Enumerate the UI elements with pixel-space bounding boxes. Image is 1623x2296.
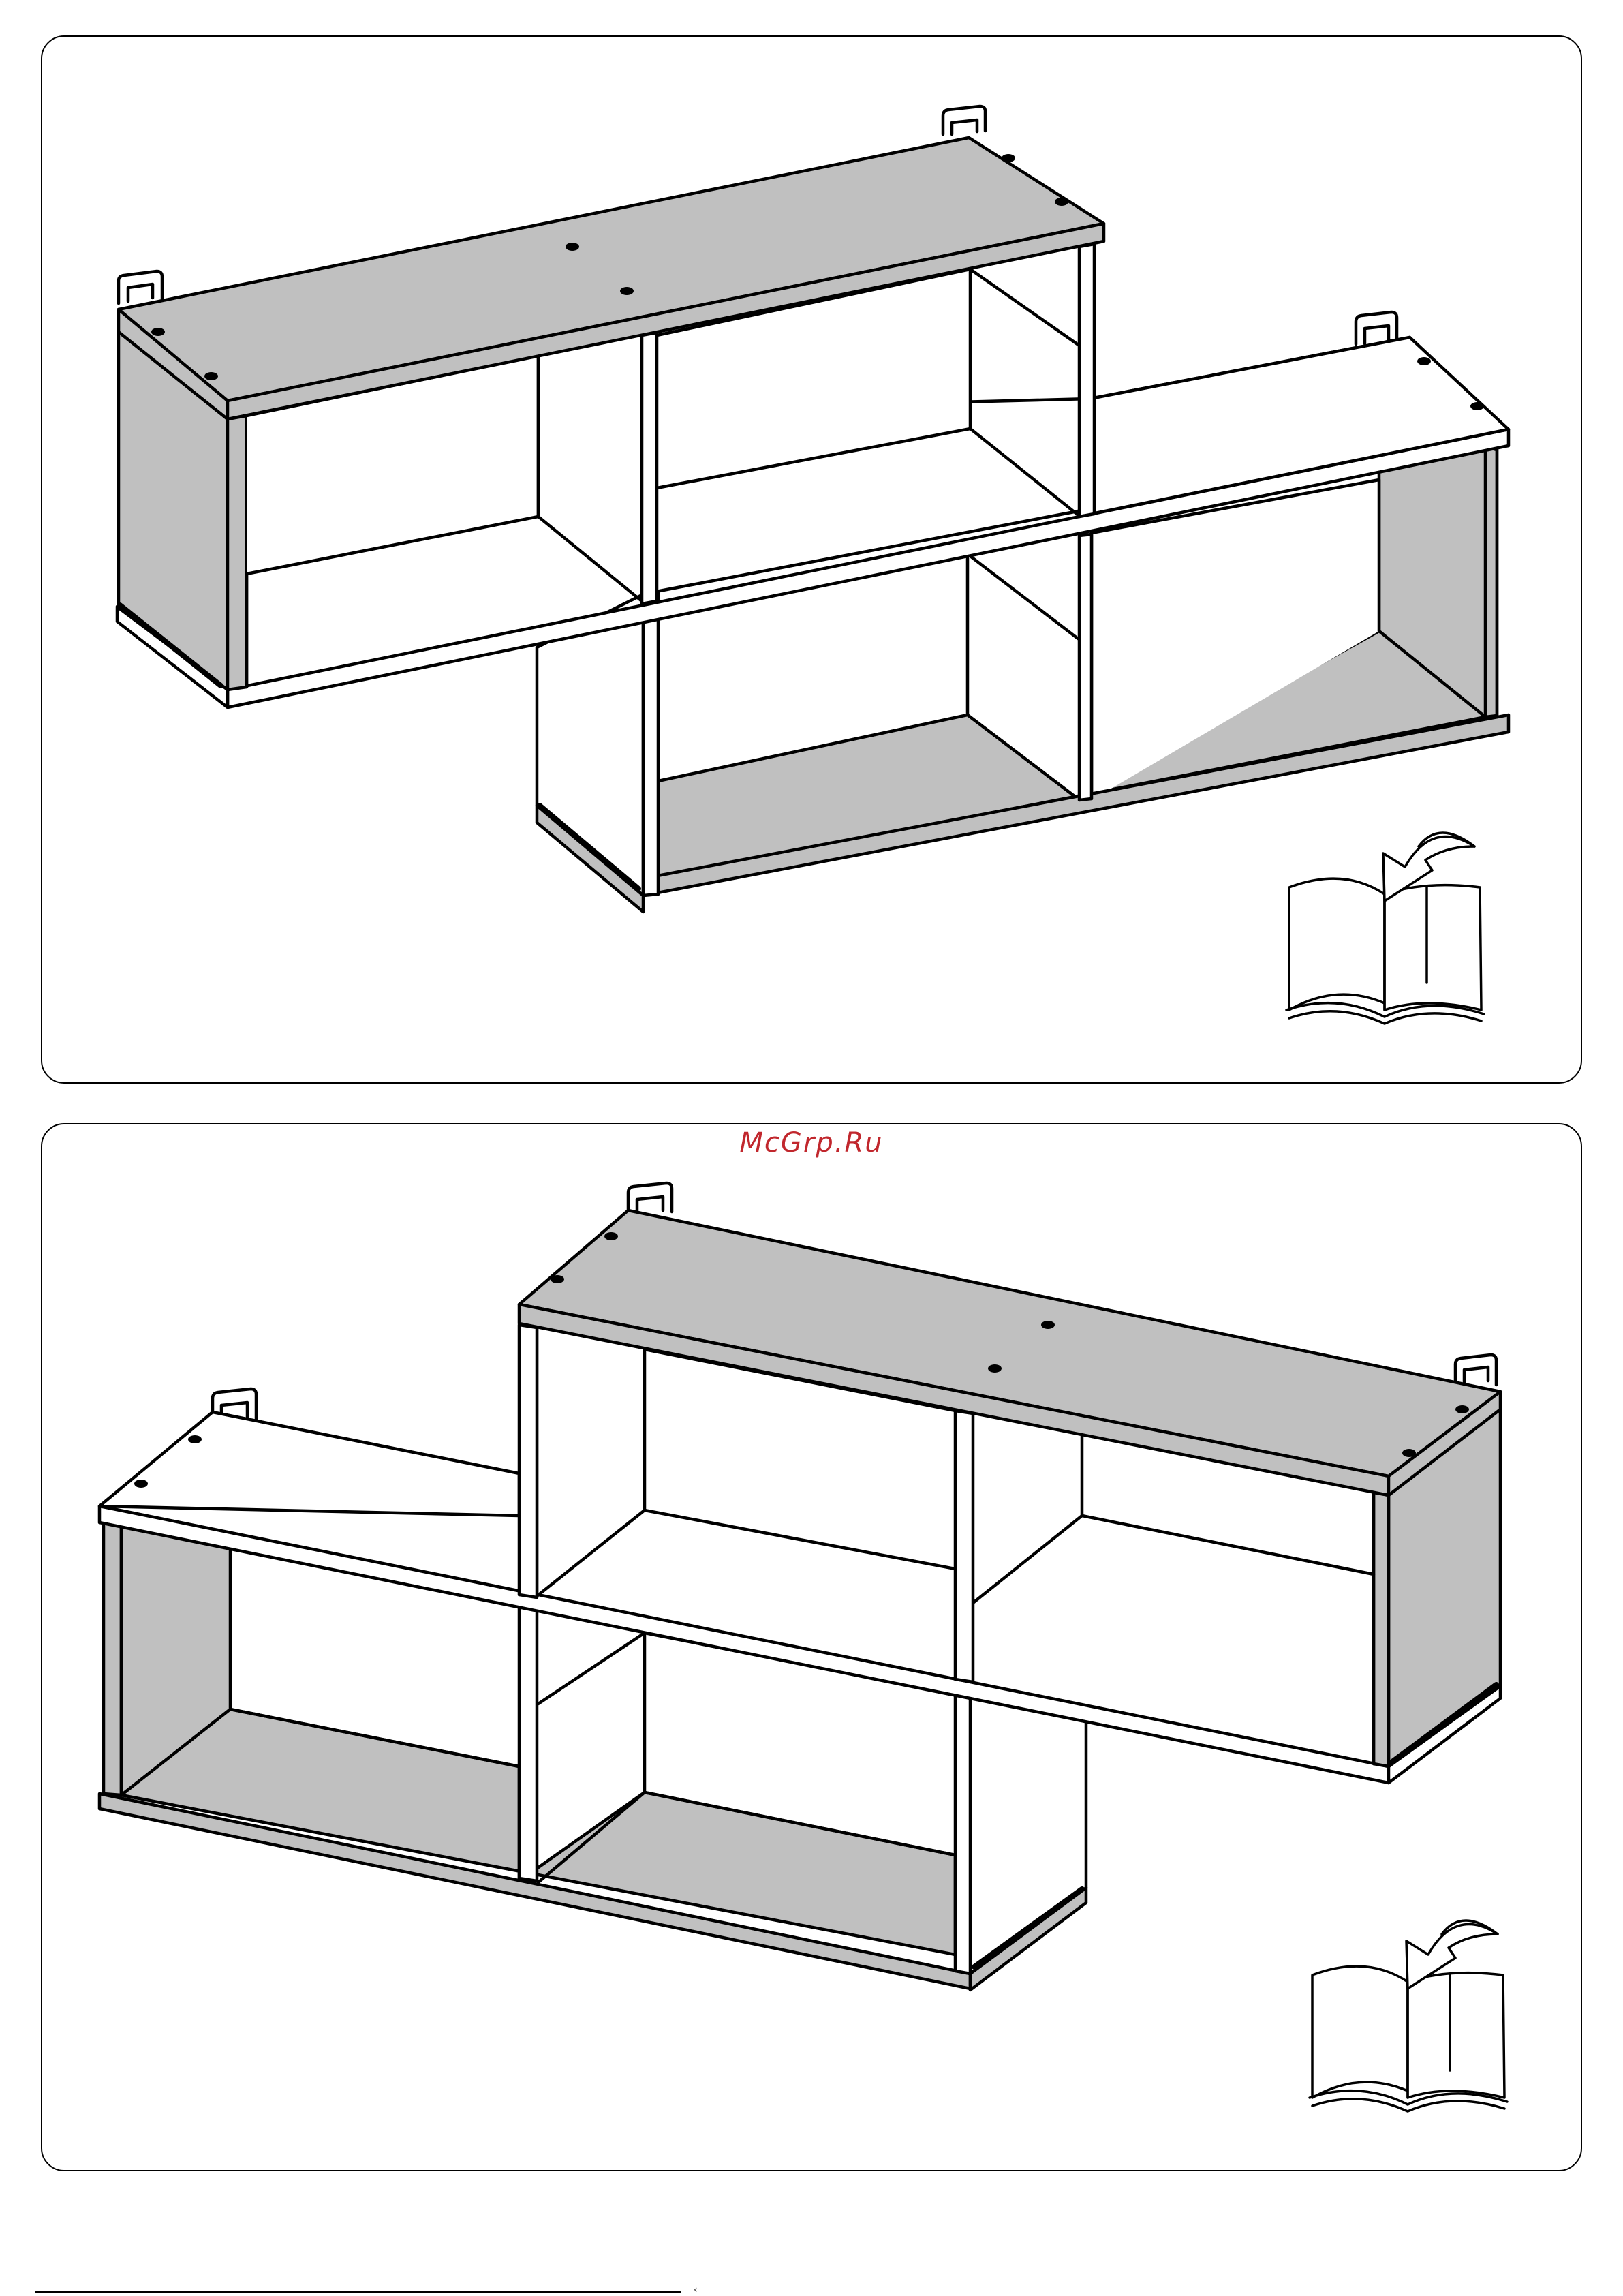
watermark-text: McGrp.Ru xyxy=(0,1127,1623,1159)
illustration-panel-1 xyxy=(41,35,1582,1084)
illustration-panel-2 xyxy=(41,1123,1582,2171)
footer-divider xyxy=(35,2291,681,2293)
footer-mark: ‹ xyxy=(694,2284,698,2295)
open-book-page-turn-icon xyxy=(1286,833,1484,1024)
shelf-illustration-2 xyxy=(42,1124,1582,2171)
open-book-page-turn-icon xyxy=(1310,1920,1507,2111)
upper-unit xyxy=(519,1210,1500,1766)
shelf-illustration-1 xyxy=(42,37,1582,1084)
